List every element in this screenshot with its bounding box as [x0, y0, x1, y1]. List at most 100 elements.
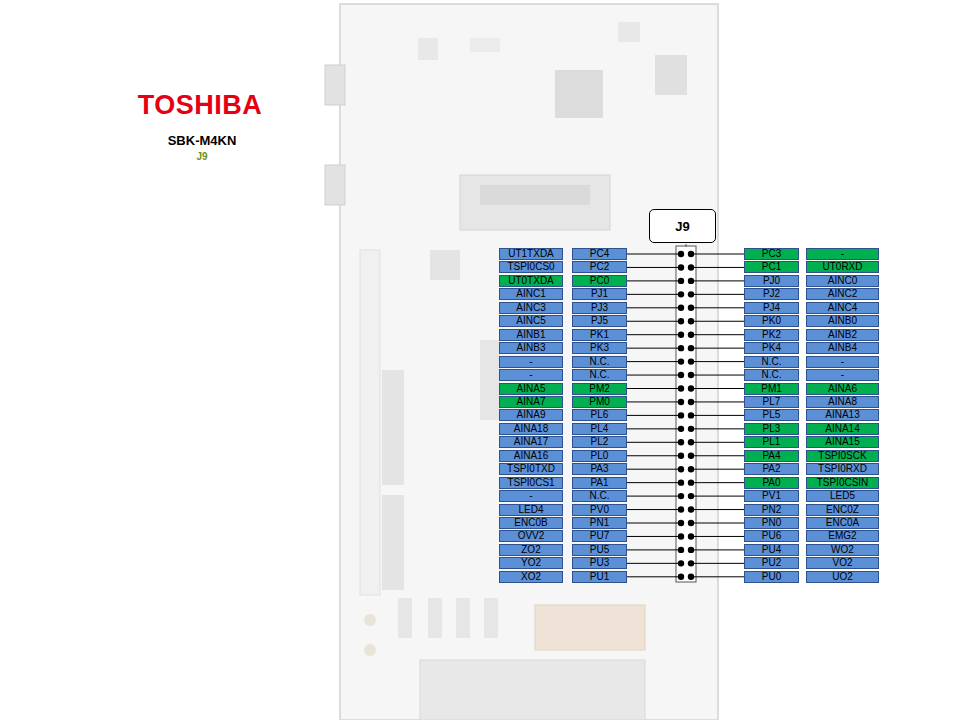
function-box: TSPI0TXD — [499, 463, 563, 475]
pin-wire — [691, 280, 744, 281]
pin-box: PL1 — [744, 436, 799, 448]
function-box: AINC0 — [806, 275, 879, 287]
pin-box: PK4 — [744, 342, 799, 354]
jumper — [418, 38, 438, 60]
pin-label: AINB4 — [828, 343, 857, 353]
header-pin — [678, 305, 684, 311]
pin-box: PJ2 — [744, 288, 799, 300]
header-pin — [688, 533, 694, 539]
pin-wire — [691, 549, 744, 550]
pin-label: PJ2 — [763, 289, 780, 299]
header-pin — [688, 426, 694, 432]
pin-wire — [627, 388, 681, 389]
pin-box: PC2 — [572, 261, 627, 273]
pin-wire — [627, 455, 681, 456]
pin-label: PJ0 — [763, 276, 780, 286]
function-box: - — [806, 248, 879, 260]
pin-box: PL4 — [572, 423, 627, 435]
pin-label: PC4 — [590, 249, 609, 259]
header-pin — [688, 278, 694, 284]
header-pin — [678, 479, 684, 485]
bottom-header — [420, 660, 645, 720]
header-pin — [688, 358, 694, 364]
pin-label: AINC5 — [516, 316, 545, 326]
function-box: TSPI0RXD — [806, 463, 879, 475]
function-box: XO2 — [499, 571, 563, 583]
chip — [555, 70, 603, 118]
pin-label: - — [841, 249, 844, 259]
pin-box: PU4 — [744, 544, 799, 556]
pin-box: PV0 — [572, 504, 627, 516]
pin-label: ENC0Z — [826, 505, 859, 515]
header-pin — [678, 385, 684, 391]
header-pin — [678, 345, 684, 351]
pin-label: PK0 — [762, 316, 781, 326]
pin-wire — [691, 334, 744, 335]
pin-box: PN0 — [744, 517, 799, 529]
function-box: AINB4 — [806, 342, 879, 354]
pin-label: AINC2 — [828, 289, 857, 299]
function-box: ENC0Z — [806, 504, 879, 516]
pin-box: PU1 — [572, 571, 627, 583]
pin-wire — [691, 442, 744, 443]
header-pin — [678, 278, 684, 284]
function-box: AINA8 — [806, 396, 879, 408]
pin-label: AINA15 — [825, 437, 859, 447]
function-box: VO2 — [806, 557, 879, 569]
function-box: AINA17 — [499, 436, 563, 448]
pin-label: N.C. — [590, 491, 610, 501]
header-pin — [678, 547, 684, 553]
pin-wire — [627, 348, 681, 349]
pin-wire — [691, 294, 744, 295]
connector-name: J9 — [170, 151, 234, 162]
pin-box: PC1 — [744, 261, 799, 273]
switch — [428, 598, 442, 638]
pin-wire — [627, 482, 681, 483]
function-box: - — [499, 356, 563, 368]
switch — [470, 38, 500, 52]
pin-label: PU2 — [762, 558, 781, 568]
pin-wire — [627, 280, 681, 281]
pin-label: PA3 — [590, 464, 608, 474]
pin-box: PN1 — [572, 517, 627, 529]
pin-box: PJ3 — [572, 302, 627, 314]
pin-wire — [691, 428, 744, 429]
pin-label: PN0 — [762, 518, 781, 528]
pin-wire — [627, 361, 681, 362]
function-box: - — [806, 369, 879, 381]
pin-wire — [691, 348, 744, 349]
pin-box: PL5 — [744, 409, 799, 421]
header-pin — [678, 291, 684, 297]
function-box: UO2 — [806, 571, 879, 583]
pin-label: TSPI0CSIN — [817, 478, 869, 488]
pin-label: AINB0 — [828, 316, 857, 326]
pin-label: ENC0A — [826, 518, 859, 528]
pin-box: N.C. — [572, 490, 627, 502]
connector — [382, 495, 404, 590]
debug-header — [460, 175, 610, 230]
pin-box: PA3 — [572, 463, 627, 475]
function-box: LED5 — [806, 490, 879, 502]
pin-box: PK3 — [572, 342, 627, 354]
header-pin — [688, 318, 694, 324]
header-pin — [688, 520, 694, 526]
connector — [480, 340, 500, 420]
pin-label: PK2 — [762, 330, 781, 340]
callout-label: J9 — [675, 219, 689, 234]
pin-label: AINA6 — [828, 384, 857, 394]
pin-label: N.C. — [762, 357, 782, 367]
pin-wire — [691, 523, 744, 524]
header-pin — [678, 574, 684, 580]
function-box: TSPI0SCK — [806, 450, 879, 462]
chip — [430, 250, 460, 280]
pin-box: PC3 — [744, 248, 799, 260]
debug-header-slot — [480, 185, 590, 205]
pin-label: WO2 — [831, 545, 854, 555]
usb-connector — [325, 65, 345, 105]
header-pin — [678, 251, 684, 257]
function-box: AINA9 — [499, 409, 563, 421]
function-box: AINB0 — [806, 315, 879, 327]
button — [364, 644, 376, 656]
pin-box: PL2 — [572, 436, 627, 448]
pin-label: PL0 — [591, 451, 609, 461]
